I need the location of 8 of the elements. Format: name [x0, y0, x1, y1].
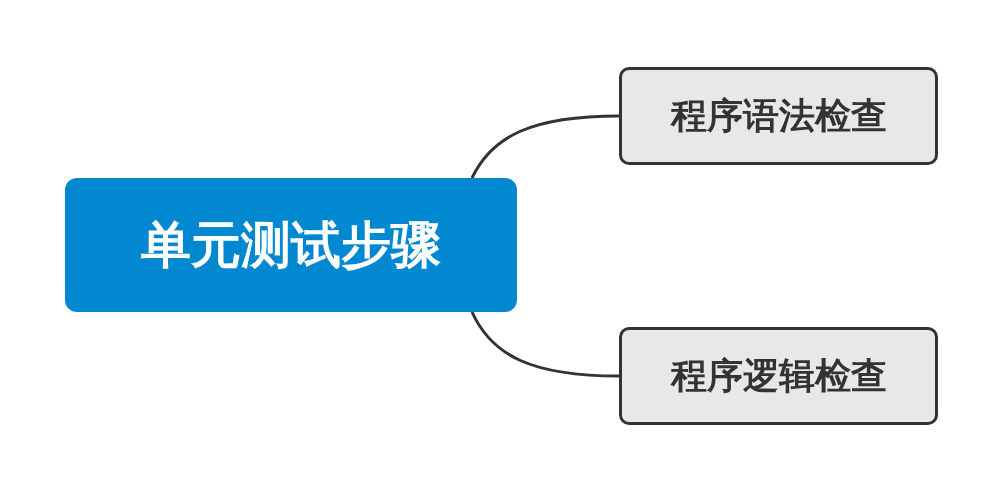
topic-label: 程序语法检查 [670, 93, 887, 138]
connector-line [470, 311, 620, 378]
topic-box [65, 178, 517, 312]
topic-label: 程序逻辑检查 [670, 353, 887, 398]
topic-label: 单元测试步骤 [141, 214, 441, 276]
subtopic-box [619, 67, 938, 165]
subtopic-box [619, 327, 938, 425]
connector-line [470, 114, 620, 179]
